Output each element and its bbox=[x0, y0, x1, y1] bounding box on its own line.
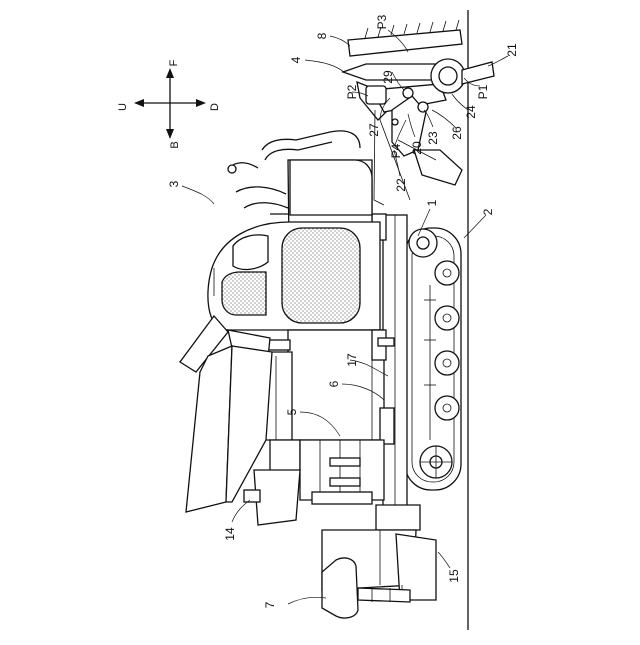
ref-21: 21 bbox=[505, 43, 519, 57]
dir-down-label: D bbox=[209, 103, 221, 111]
ref-p1: P1 bbox=[476, 84, 490, 99]
reel-bar bbox=[348, 20, 462, 56]
arrow-front-icon bbox=[166, 68, 174, 78]
lower-drive-unit bbox=[244, 440, 384, 525]
arrow-back-icon bbox=[166, 129, 174, 139]
dir-front-label: F bbox=[168, 59, 180, 66]
bolt-icon bbox=[244, 490, 260, 502]
arrow-down-icon bbox=[196, 99, 206, 107]
ref-3: 3 bbox=[167, 180, 181, 187]
ref-p4: P4 bbox=[389, 143, 403, 158]
cabin-body bbox=[208, 160, 380, 330]
arrow-up-icon bbox=[134, 99, 144, 107]
ref-24: 24 bbox=[464, 105, 478, 119]
ref-8: 8 bbox=[315, 32, 329, 39]
dir-up-label: U bbox=[117, 103, 129, 111]
ref-p3: P3 bbox=[375, 14, 389, 29]
cabin-window-main bbox=[282, 228, 360, 323]
ref-23: 23 bbox=[426, 131, 440, 145]
track-roller bbox=[435, 351, 459, 375]
crawler-track bbox=[405, 228, 461, 490]
drive-sprocket bbox=[409, 229, 437, 257]
track-roller bbox=[435, 396, 459, 420]
ref-27: 27 bbox=[367, 123, 381, 137]
ref-7: 7 bbox=[263, 601, 277, 608]
fastener-icon bbox=[378, 338, 394, 346]
ref-1: 1 bbox=[425, 199, 439, 206]
ref-15: 15 bbox=[447, 569, 461, 583]
track-roller bbox=[435, 261, 459, 285]
idler-wheel bbox=[420, 446, 452, 478]
ref-22: 22 bbox=[394, 178, 408, 192]
ref-6: 6 bbox=[327, 380, 341, 387]
ref-5: 5 bbox=[285, 408, 299, 415]
dir-back-label: B bbox=[169, 141, 181, 148]
ref-26: 26 bbox=[450, 126, 464, 140]
mirror-icon bbox=[233, 235, 268, 270]
cabin-window-side bbox=[222, 272, 266, 315]
ref-p2: P2 bbox=[345, 84, 359, 99]
ref-17: 17 bbox=[345, 353, 359, 367]
ref-2: 2 bbox=[481, 208, 495, 215]
ref-14: 14 bbox=[223, 527, 237, 541]
ref-4: 4 bbox=[289, 56, 303, 63]
pivot-pin-icon bbox=[418, 102, 428, 112]
track-roller bbox=[435, 306, 459, 330]
direction-indicator: F B U D bbox=[117, 59, 221, 148]
pivot-pin-icon bbox=[403, 88, 413, 98]
ref-20: 20 bbox=[410, 141, 424, 155]
ref-29: 29 bbox=[381, 70, 395, 84]
